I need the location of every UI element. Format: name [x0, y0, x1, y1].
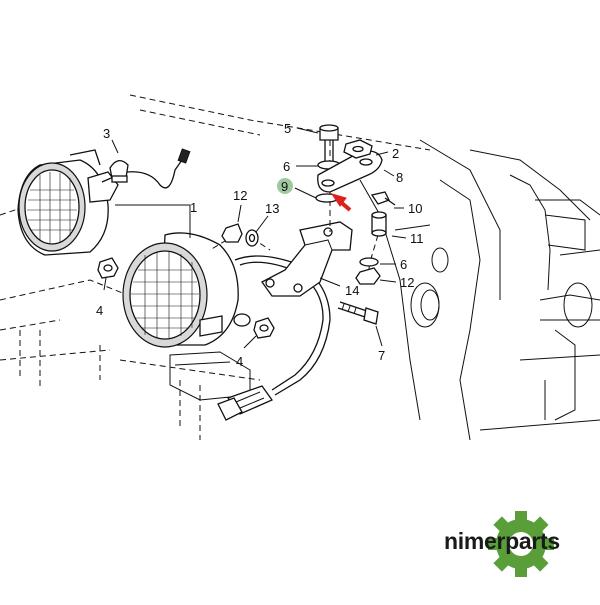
callout-6-lower: 6 — [400, 257, 407, 272]
callout-12-left: 12 — [233, 188, 247, 203]
spacer-11 — [371, 211, 387, 237]
clamp-plate-8 — [317, 150, 383, 193]
callout-5: 5 — [284, 121, 291, 136]
washer-13-hole — [248, 233, 256, 243]
work-light-left — [17, 149, 126, 256]
callout-9-highlight — [277, 178, 293, 194]
callout-6-top: 6 — [283, 159, 290, 174]
mounting-bracket — [261, 221, 353, 297]
nut-2 — [343, 139, 373, 159]
grommet-4-left — [97, 257, 119, 279]
callout-12-right: 12 — [400, 275, 414, 290]
callout-1: 1 — [190, 200, 197, 215]
bolt-7 — [337, 301, 379, 325]
bulb-with-wire — [109, 139, 191, 189]
nut-12-left — [221, 223, 243, 243]
washer-6-lower — [359, 257, 379, 267]
bolt-5 — [319, 124, 339, 162]
work-light-main — [122, 232, 251, 348]
callout-3: 3 — [103, 126, 110, 141]
callout-labels: 1 2 3 4 4 5 6 6 7 8 9 10 11 12 12 13 14 — [96, 121, 424, 369]
clip-10 — [370, 191, 396, 206]
callout-14: 14 — [345, 283, 359, 298]
callout-11: 11 — [410, 231, 424, 246]
callout-13: 13 — [265, 201, 279, 216]
grommet-4-right — [253, 317, 275, 339]
harness-cable — [217, 255, 331, 421]
brand-name: nimerparts — [444, 528, 560, 554]
callout-9: 9 — [281, 179, 288, 194]
callout-4-right: 4 — [236, 354, 243, 369]
tractor-body-outline — [0, 94, 600, 441]
callout-8: 8 — [396, 170, 403, 185]
callout-4-left: 4 — [96, 303, 103, 318]
callout-7: 7 — [378, 348, 385, 363]
callout-2: 2 — [392, 146, 399, 161]
nut-12-right — [355, 267, 381, 285]
leader-lines — [103, 127, 407, 349]
highlight-arrow — [330, 193, 352, 212]
callout-10: 10 — [408, 201, 422, 216]
